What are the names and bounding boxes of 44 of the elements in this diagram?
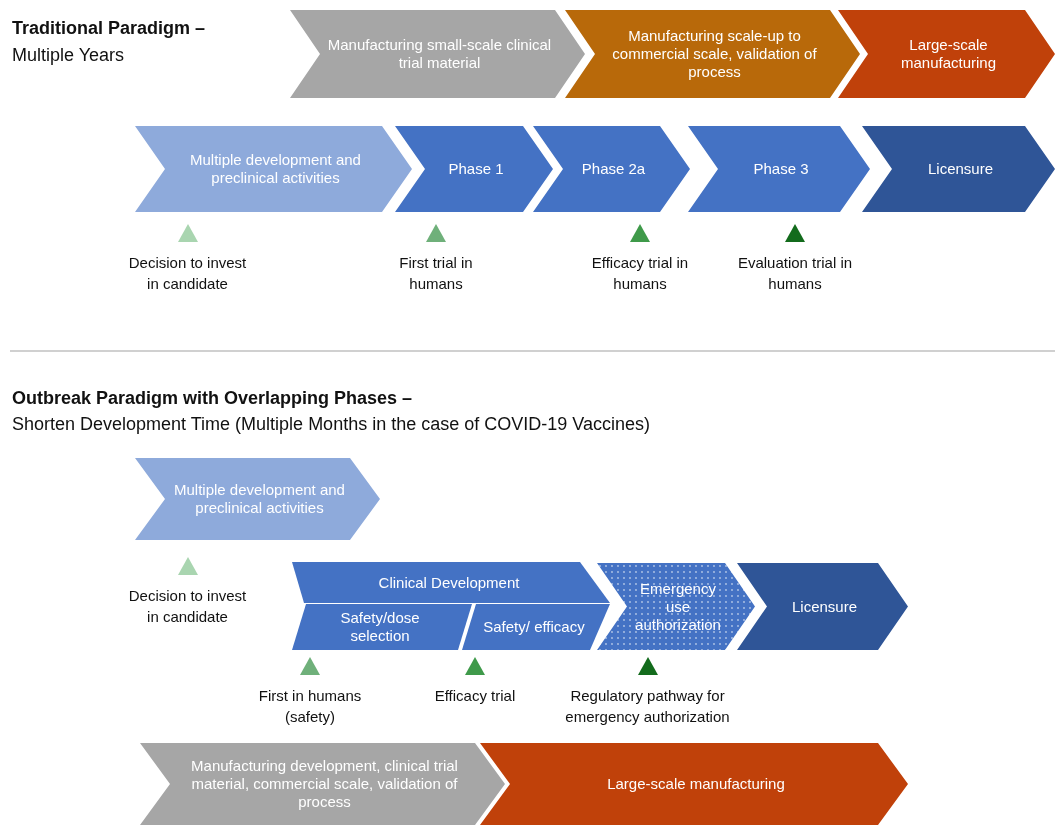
phase-banner [292,562,610,603]
chevron-step [688,126,870,212]
chevron-step [395,126,553,212]
step-label: Clinical Development [378,573,520,592]
step-label: Licensure [791,597,857,616]
step-label: Phase 2a [581,160,646,178]
chevron-step [565,10,860,98]
section-heading: Outbreak Paradigm with Overlapping Phases – [12,388,413,409]
step-label: Manufacturing development, clinical trial material, commercial scale, validation of process [190,757,459,811]
chevron-step [135,458,380,540]
section-heading: Traditional Paradigm – [12,18,206,39]
milestone-label: Evaluation trial in humans [736,253,854,294]
chevron-step [838,10,1055,98]
step-label: Manufacturing small-scale clinical trial material [326,36,553,72]
step-label: Large-scale manufacturing [899,36,998,72]
chevron-step [597,563,755,650]
section-subheading: Shorten Development Time (Multiple Months in the case of COVID-19 Vaccines) [12,414,650,435]
step-label: Phase 3 [753,160,809,178]
chevron-step [533,126,690,212]
chevron-step [290,10,585,98]
milestone-label: First in humans (safety) [257,686,363,727]
milestone-label: Efficacy trial [433,686,517,706]
milestone-label: Decision to invest in candidate [127,586,248,627]
chevron-step [862,126,1055,212]
milestone-label: Decision to invest in candidate [127,253,248,294]
step-label: Licensure [927,160,993,178]
step-label: Safety/dose selection [339,609,421,645]
chevron-step [135,126,412,212]
step-label: Large-scale manufacturing [607,775,785,793]
step-label: Multiple development and preclinical activities [173,481,346,517]
step-label: Manufacturing scale-up to commercial scale, validation of process [611,27,818,81]
step-label: Emergency use authorization [634,579,722,634]
milestone-label: Regulatory pathway for emergency authorization [564,686,731,727]
chevron-step [480,743,908,825]
section-subheading: Multiple Years [12,45,125,66]
phase-banner [292,604,472,650]
step-label: Phase 1 [448,160,504,178]
chevron-step [737,563,908,650]
milestone-label: Efficacy trial in humans [590,253,690,294]
step-label: Multiple development and preclinical activities [189,151,362,187]
chevron-step [140,743,505,825]
milestone-label: First trial in humans [398,253,474,294]
step-label: Safety/ efficacy [483,618,585,636]
phase-banner [462,604,610,650]
